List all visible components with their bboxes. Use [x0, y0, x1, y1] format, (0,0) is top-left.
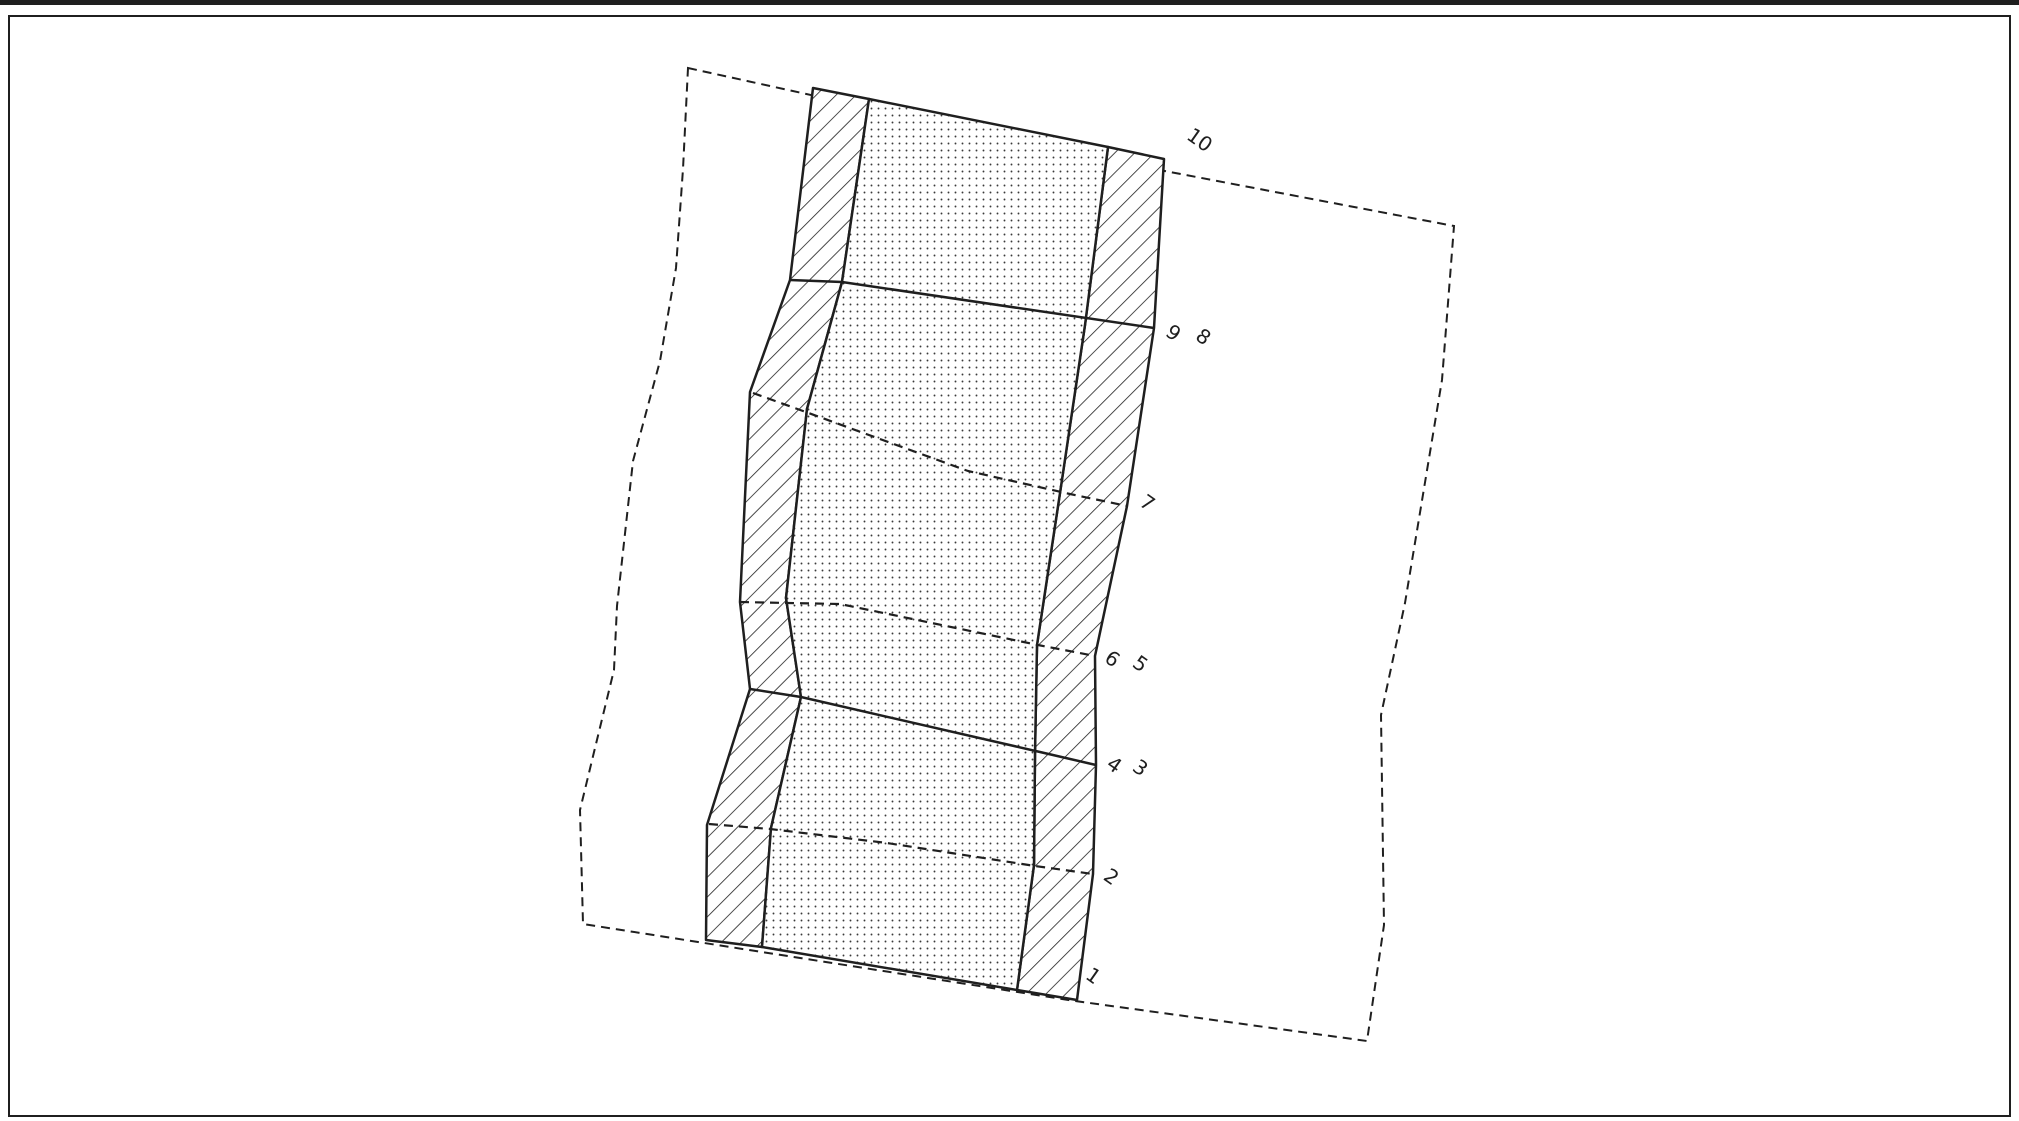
label-section-1: 1: [1081, 962, 1105, 989]
channel-stippled: [760, 97, 1110, 992]
section-line-4-3: [749, 687, 1097, 767]
section-line-9-8: [789, 278, 1155, 330]
label-section-9: 9: [1161, 319, 1185, 346]
label-section-6: 6: [1100, 645, 1124, 672]
label-section-10: 10: [1182, 123, 1217, 157]
label-section-7: 7: [1135, 489, 1159, 516]
section-line-2: [708, 822, 1094, 876]
label-section-5: 5: [1128, 650, 1152, 677]
label-section-2: 2: [1099, 863, 1123, 890]
top-border-bar: [0, 0, 2019, 5]
label-section-8: 8: [1191, 323, 1215, 350]
section-line-6-5: [739, 600, 1096, 658]
label-section-3: 3: [1128, 754, 1152, 781]
section-line-7: [752, 391, 1128, 508]
outer-dashed-boundary: [578, 66, 1456, 1043]
label-section-4: 4: [1102, 751, 1126, 778]
